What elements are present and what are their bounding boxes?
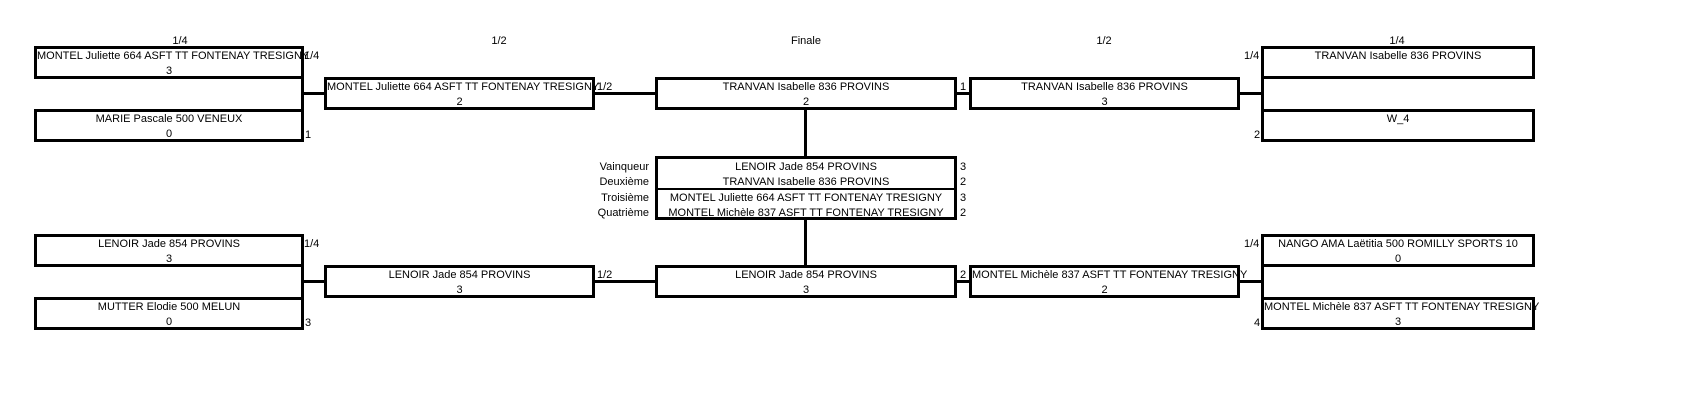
bracket-connector bbox=[595, 92, 657, 95]
podium-name: MONTEL Juliette 664 ASFT TT FONTENAY TRE… bbox=[669, 192, 943, 204]
podium-score: 3 bbox=[960, 192, 967, 204]
player-name: MUTTER Elodie 500 MELUN bbox=[97, 301, 241, 313]
player-score: 3 bbox=[802, 284, 810, 296]
bracket-connector bbox=[301, 92, 326, 95]
match-box: TRANVAN Isabelle 836 PROVINS 3 bbox=[969, 77, 1240, 110]
player-score: 0 bbox=[165, 128, 173, 140]
bracket-connector bbox=[957, 92, 971, 95]
header-final: Finale bbox=[791, 35, 821, 47]
podium-label: Deuxième bbox=[599, 176, 649, 188]
podium-label: Troisième bbox=[601, 192, 649, 204]
bracket-connector bbox=[1261, 267, 1264, 297]
round-label: 1 bbox=[960, 81, 967, 93]
podium-score: 2 bbox=[960, 176, 967, 188]
player-name: MONTEL Juliette 664 ASFT TT FONTENAY TRE… bbox=[37, 50, 310, 62]
player-score: 0 bbox=[1394, 253, 1402, 265]
round-label: 1/2 bbox=[597, 81, 613, 93]
round-label: 1/4 bbox=[304, 50, 320, 62]
round-label: 1/4 bbox=[1244, 238, 1260, 250]
player-name: TRANVAN Isabelle 836 PROVINS bbox=[1314, 50, 1482, 62]
player-name: LENOIR Jade 854 PROVINS bbox=[388, 269, 531, 281]
podium-box: LENOIR Jade 854 PROVINS TRANVAN Isabelle… bbox=[655, 156, 957, 220]
match-box: TRANVAN Isabelle 836 PROVINS bbox=[1261, 46, 1535, 79]
header-quarter-left: 1/4 bbox=[172, 35, 188, 47]
player-score: 2 bbox=[456, 96, 463, 108]
bracket-connector bbox=[957, 280, 971, 283]
podium-score: 3 bbox=[960, 161, 967, 173]
bracket-connector bbox=[804, 110, 807, 157]
header-quarter-right: 1/4 bbox=[1389, 35, 1405, 47]
bracket-connector bbox=[1240, 280, 1264, 283]
player-score: 3 bbox=[456, 284, 463, 296]
match-box: LENOIR Jade 854 PROVINS 3 bbox=[655, 265, 957, 298]
match-box: TRANVAN Isabelle 836 PROVINS 2 bbox=[655, 77, 957, 110]
round-label: 2 bbox=[960, 269, 967, 281]
podium-name: LENOIR Jade 854 PROVINS bbox=[735, 161, 877, 173]
podium-label: Vainqueur bbox=[599, 161, 649, 173]
player-score: 0 bbox=[165, 316, 173, 328]
player-score: 3 bbox=[1394, 316, 1402, 328]
bracket-connector bbox=[804, 219, 807, 265]
player-score: 3 bbox=[165, 65, 173, 77]
match-box: MONTEL Michèle 837 ASFT TT FONTENAY TRES… bbox=[969, 265, 1248, 298]
match-box: W_4 bbox=[1261, 109, 1535, 142]
match-box: MONTEL Juliette 664 ASFT TT FONTENAY TRE… bbox=[34, 46, 310, 79]
round-label: 3 bbox=[305, 317, 312, 329]
player-name: LENOIR Jade 854 PROVINS bbox=[735, 269, 877, 281]
player-name: TRANVAN Isabelle 836 PROVINS bbox=[1021, 81, 1188, 93]
player-name: LENOIR Jade 854 PROVINS bbox=[98, 238, 240, 250]
round-label: 1/4 bbox=[304, 238, 320, 250]
match-box: MONTEL Michèle 837 ASFT TT FONTENAY TRES… bbox=[1261, 297, 1540, 330]
round-label: 1 bbox=[305, 129, 312, 141]
player-name: MONTEL Michèle 837 ASFT TT FONTENAY TRES… bbox=[972, 269, 1248, 281]
round-label: 2 bbox=[1254, 129, 1261, 141]
header-semi-right: 1/2 bbox=[1096, 35, 1112, 47]
player-name: W_4 bbox=[1386, 113, 1410, 125]
match-box: NANGO AMA Laëtitia 500 ROMILLY SPORTS 10… bbox=[1261, 234, 1535, 267]
bracket-connector bbox=[1240, 92, 1264, 95]
player-name: NANGO AMA Laëtitia 500 ROMILLY SPORTS 10 bbox=[1278, 238, 1518, 250]
player-name: TRANVAN Isabelle 836 PROVINS bbox=[722, 81, 890, 93]
podium-name: MONTEL Michèle 837 ASFT TT FONTENAY TRES… bbox=[668, 207, 944, 219]
player-name: MONTEL Michèle 837 ASFT TT FONTENAY TRES… bbox=[1264, 301, 1540, 313]
player-score: 2 bbox=[802, 96, 810, 108]
header-semi-left: 1/2 bbox=[491, 35, 507, 47]
player-name: MONTEL Juliette 664 ASFT TT FONTENAY TRE… bbox=[327, 81, 600, 93]
player-name: MARIE Pascale 500 VENEUX bbox=[95, 113, 243, 125]
podium-label: Quatrième bbox=[597, 207, 649, 219]
bracket-connector bbox=[1261, 79, 1264, 109]
round-label: 1/2 bbox=[597, 269, 613, 281]
match-box: MARIE Pascale 500 VENEUX 0 bbox=[34, 109, 304, 142]
round-label: 4 bbox=[1254, 317, 1261, 329]
podium-name: TRANVAN Isabelle 836 PROVINS bbox=[722, 176, 890, 188]
podium-divider bbox=[658, 188, 954, 190]
round-label: 1/4 bbox=[1244, 50, 1260, 62]
player-score: 3 bbox=[165, 253, 173, 265]
match-box: LENOIR Jade 854 PROVINS 3 bbox=[324, 265, 595, 298]
match-box: MONTEL Juliette 664 ASFT TT FONTENAY TRE… bbox=[324, 77, 600, 110]
podium-score: 2 bbox=[960, 207, 967, 219]
player-score: 2 bbox=[1101, 284, 1108, 296]
player-score: 3 bbox=[1101, 96, 1108, 108]
match-box: LENOIR Jade 854 PROVINS 3 bbox=[34, 234, 304, 267]
bracket-connector bbox=[595, 280, 657, 283]
match-box: MUTTER Elodie 500 MELUN 0 bbox=[34, 297, 304, 330]
bracket-connector bbox=[301, 280, 326, 283]
